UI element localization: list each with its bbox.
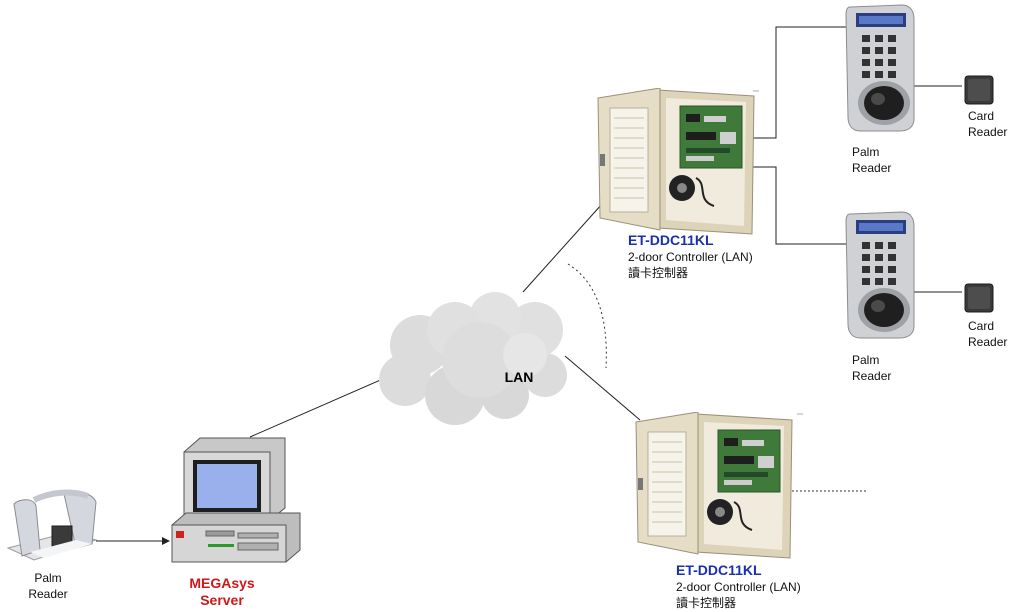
server-name-line1: MEGAsys <box>189 575 255 591</box>
card-reader-line2: Reader <box>968 335 1008 349</box>
palm-reader-line2: Reader <box>852 161 892 175</box>
palm-reader-label: Palm Reader <box>852 144 912 176</box>
card-reader-line2: Reader <box>968 125 1008 139</box>
card-reader-line1: Card <box>968 109 995 123</box>
controller-description: 2-door Controller (LAN) <box>676 580 801 594</box>
expansion-dotted-arc <box>567 263 607 369</box>
palm-reader-icon <box>845 4 915 132</box>
palm-reader-line1: Palm <box>852 353 880 367</box>
card-reader-label: Card Reader <box>968 108 1012 140</box>
controller-label: ET-DDC11KL 2-door Controller (LAN) 讀卡控制器 <box>628 232 798 281</box>
controller-description: 2-door Controller (LAN) <box>628 250 753 264</box>
card-reader-line1: Card <box>968 319 995 333</box>
palm-to-server-arrow <box>96 537 170 545</box>
desktop-palm-reader-line2: Reader <box>28 587 68 601</box>
controller-chinese: 讀卡控制器 <box>628 266 689 280</box>
server-label: MEGAsys Server <box>182 575 262 609</box>
palm-reader-line1: Palm <box>852 145 880 159</box>
lan-label: LAN <box>505 369 534 385</box>
cloud-icon <box>379 292 567 425</box>
palm-reader-line2: Reader <box>852 369 892 383</box>
controller-label: ET-DDC11KL 2-door Controller (LAN) 讀卡控制器 <box>676 562 846 611</box>
card-reader-icon <box>964 283 994 313</box>
controller-model: ET-DDC11KL <box>628 232 714 248</box>
card-reader-label: Card Reader <box>968 318 1012 350</box>
controller-model: ET-DDC11KL <box>676 562 762 578</box>
desktop-palm-reader-line1: Palm <box>34 571 62 585</box>
desktop-palm-reader-icon <box>6 489 98 561</box>
connection-lines <box>249 26 962 438</box>
controller-cabinet-icon <box>597 88 755 235</box>
controller-cabinet-icon <box>635 412 793 559</box>
controller-chinese: 讀卡控制器 <box>676 596 737 610</box>
desktop-palm-reader-label: Palm Reader <box>16 570 80 602</box>
palm-reader-icon <box>845 211 915 339</box>
palm-reader-label: Palm Reader <box>852 352 912 384</box>
card-reader-icon <box>964 75 994 105</box>
server-name-line2: Server <box>200 592 244 608</box>
computer-icon <box>171 437 301 563</box>
